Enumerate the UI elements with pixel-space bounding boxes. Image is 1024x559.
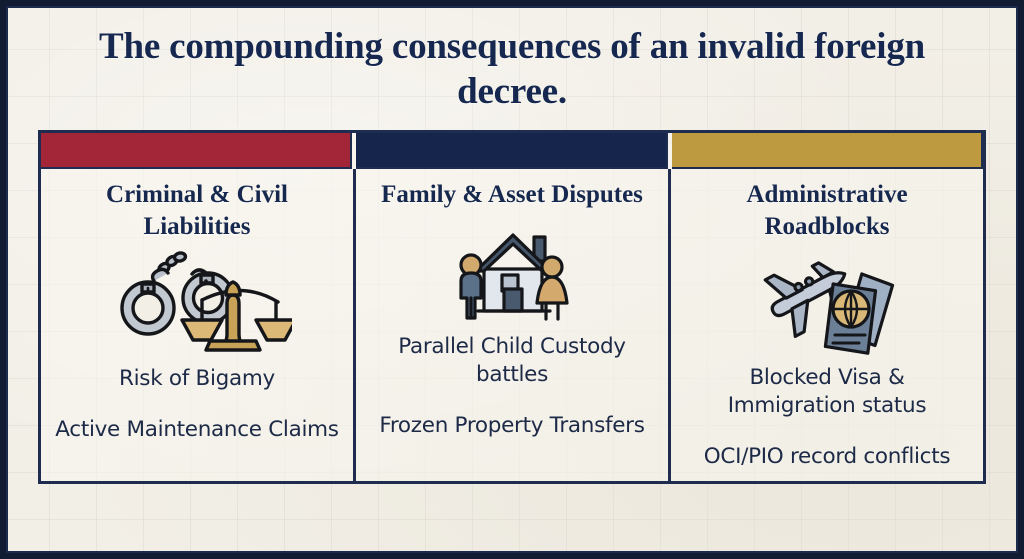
column-header-bars xyxy=(41,133,983,170)
column-heading-administrative: Administrative Roadblocks xyxy=(746,181,908,241)
page-title: The compounding consequences of an inval… xyxy=(98,26,926,113)
column-heading-criminal: Criminal & Civil Liabilities xyxy=(106,181,288,241)
airplane-and-passport-icon xyxy=(747,245,907,362)
column-family-asset-disputes: Family & Asset Disputes xyxy=(353,169,668,482)
bullet-item: Blocked Visa & Immigration status xyxy=(727,365,927,419)
bullet-list-criminal: Risk of Bigamy Active Maintenance Claims xyxy=(55,365,339,471)
bullet-item: Active Maintenance Claims xyxy=(55,417,339,443)
house-with-family-icon xyxy=(442,213,582,331)
handcuffs-and-scales-icon xyxy=(102,245,292,363)
column-administrative-roadblocks: Administrative Roadblocks xyxy=(668,169,983,482)
consequences-table: Criminal & Civil Liabilities xyxy=(38,130,986,485)
bullet-list-family: Parallel Child Custody battles Frozen Pr… xyxy=(370,333,654,471)
column-criminal-civil-liabilities: Criminal & Civil Liabilities xyxy=(41,169,353,481)
header-bar-family xyxy=(356,133,668,170)
header-bar-administrative xyxy=(671,133,983,170)
column-container: Criminal & Civil Liabilities xyxy=(41,169,983,482)
slide-canvas: The compounding consequences of an inval… xyxy=(6,6,1018,553)
bullet-item: Risk of Bigamy xyxy=(119,366,275,392)
column-heading-family: Family & Asset Disputes xyxy=(381,181,643,209)
bullet-item: Parallel Child Custody battles xyxy=(398,334,626,388)
bullet-list-administrative: Blocked Visa & Immigration status OCI/PI… xyxy=(685,364,969,471)
header-bar-criminal xyxy=(41,133,353,170)
bullet-item: OCI/PIO record conflicts xyxy=(703,444,951,470)
bullet-item: Frozen Property Transfers xyxy=(379,413,645,439)
